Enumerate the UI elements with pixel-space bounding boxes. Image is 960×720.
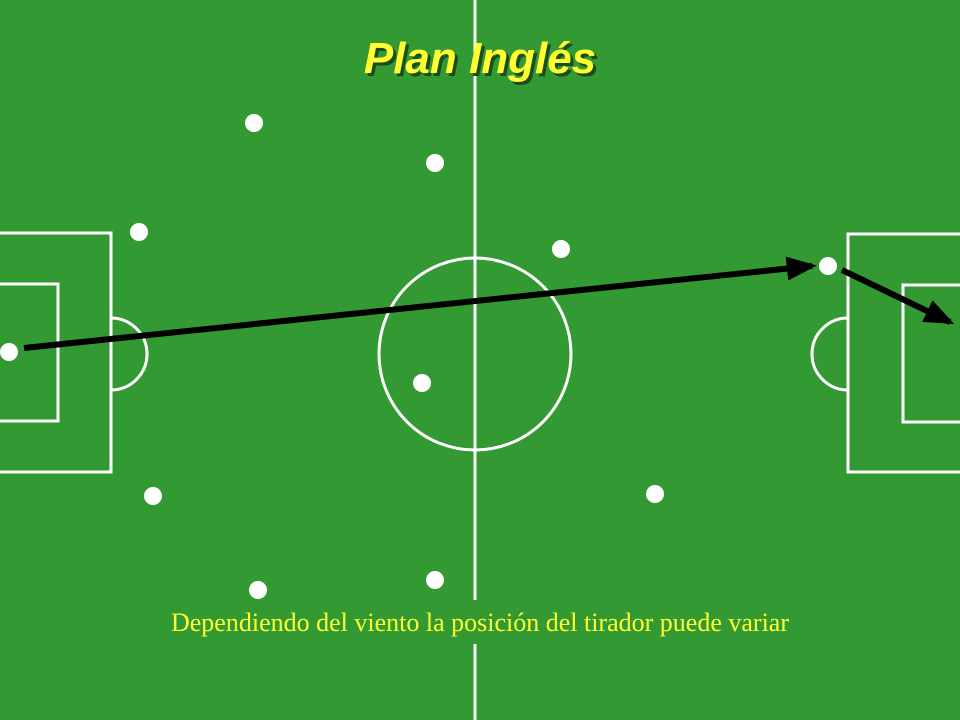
player-dot [646, 485, 664, 503]
slide-caption: Dependiendo del viento la posición del t… [170, 608, 789, 637]
long-pass-arrow [23, 256, 817, 351]
center-circle [377, 256, 573, 452]
player-dot [0, 343, 18, 361]
right-goal-area [901, 283, 960, 424]
player-dot [552, 240, 570, 258]
players [0, 114, 837, 599]
player-dot [130, 223, 148, 241]
player-dot [245, 114, 263, 132]
player-dot [426, 154, 444, 172]
shot-arrow [840, 267, 955, 325]
right-penalty-arc [810, 316, 849, 392]
left-goal-area [0, 282, 60, 423]
left-penalty-area [0, 231, 113, 474]
right-penalty-area [846, 232, 960, 474]
player-dot [819, 257, 837, 275]
arrows [23, 256, 955, 351]
player-dot [249, 581, 267, 599]
player-dot [144, 487, 162, 505]
slide-title: Plan Inglés [363, 34, 597, 83]
caption-background [92, 600, 868, 644]
player-dot [413, 374, 431, 392]
player-dot [426, 571, 444, 589]
left-penalty-arc [110, 316, 149, 392]
